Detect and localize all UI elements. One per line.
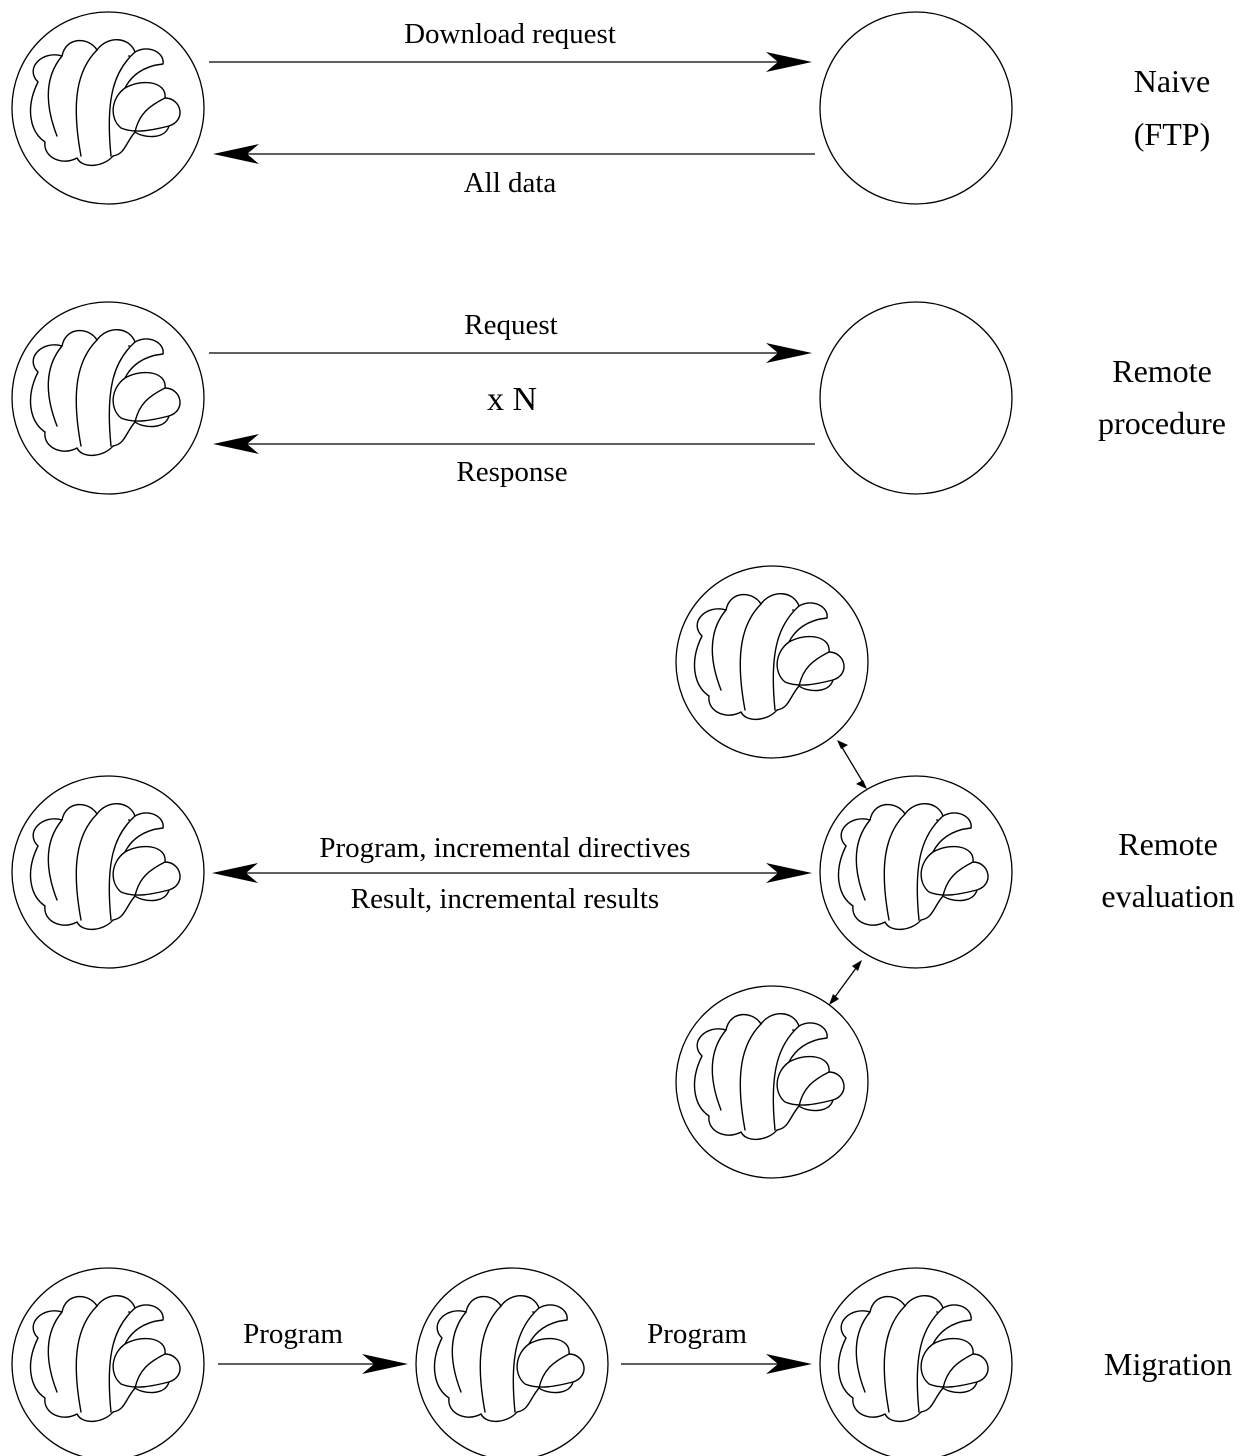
repeat-count-label: x N <box>487 381 537 418</box>
result-label: Result, incremental results <box>351 883 659 915</box>
arrowhead-right-icon <box>766 52 812 72</box>
all-data-label: All data <box>464 167 557 199</box>
arrowhead-right-icon <box>766 1354 812 1374</box>
row-migration: Program Program Migration <box>11 1267 1232 1456</box>
request-arrow <box>209 343 812 363</box>
arrowhead-icon <box>856 780 867 789</box>
program-hop2-label: Program <box>647 1318 747 1350</box>
server-node <box>819 301 1013 495</box>
middle-node <box>415 1267 609 1456</box>
program-hop1-label: Program <box>243 1318 343 1350</box>
arrowhead-left-icon <box>213 144 259 164</box>
upper-peer-link <box>837 740 867 789</box>
arrowhead-icon <box>829 994 839 1005</box>
all-data-arrow <box>213 144 815 164</box>
bidirectional-program-result-arrow <box>212 863 812 883</box>
client-node <box>11 301 205 495</box>
origin-node <box>11 1267 205 1456</box>
arrowhead-left-icon <box>212 863 258 883</box>
remote-evaluation-title: Remote <box>1118 826 1218 862</box>
arrowhead-right-icon <box>362 1354 408 1374</box>
lower-peer-node <box>675 985 869 1179</box>
request-label: Request <box>464 309 557 341</box>
row-naive: Download request All data Naive (FTP) <box>11 11 1210 205</box>
download-request-arrow <box>209 52 812 72</box>
evaluator-node <box>819 775 1013 969</box>
ftp-subtitle: (FTP) <box>1134 116 1210 152</box>
migration-title: Migration <box>1104 1346 1232 1382</box>
remote-procedure-subtitle: procedure <box>1098 405 1226 441</box>
response-arrow <box>213 434 815 454</box>
migration-hop1-arrow <box>218 1354 408 1374</box>
naive-title: Naive <box>1134 63 1210 99</box>
download-request-label: Download request <box>404 18 616 50</box>
remote-evaluation-subtitle: evaluation <box>1101 878 1234 914</box>
program-directives-label: Program, incremental directives <box>319 832 690 864</box>
arrowhead-right-icon <box>766 863 812 883</box>
migration-hop2-arrow <box>621 1354 812 1374</box>
upper-peer-node <box>675 565 869 759</box>
lower-peer-link <box>829 960 862 1005</box>
server-node <box>819 11 1013 205</box>
arrowhead-icon <box>852 960 862 971</box>
arrowhead-left-icon <box>213 434 259 454</box>
row-remote-procedure: Request x N Response Remote procedure <box>11 301 1226 495</box>
arrowhead-right-icon <box>766 343 812 363</box>
response-label: Response <box>456 456 567 488</box>
arrowhead-icon <box>837 740 848 749</box>
destination-node <box>819 1267 1013 1456</box>
client-node <box>11 775 205 969</box>
row-remote-evaluation: Program, incremental directives Result, … <box>11 565 1235 1179</box>
remote-procedure-title: Remote <box>1112 353 1212 389</box>
client-node <box>11 11 205 205</box>
